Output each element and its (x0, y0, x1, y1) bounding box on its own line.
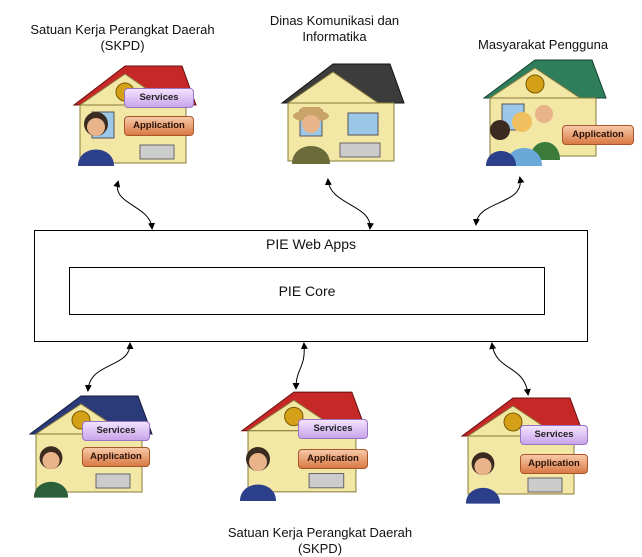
masyarakat-label: Masyarakat Pengguna (478, 37, 642, 53)
skpd-bottom-label-line1: Satuan Kerja Perangkat Daerah (227, 525, 413, 540)
pie-core-title: PIE Core (278, 283, 336, 299)
arrow-masyarakat (472, 176, 525, 226)
person-icon (78, 112, 114, 166)
diskominfo-label-line1: Dinas Komunikasi dan (269, 13, 400, 28)
person-icon (465, 452, 501, 504)
skpd-top-label: Satuan Kerja Perangkat Daerah (SKPD) (0, 22, 245, 54)
arrow-diskominfo (324, 178, 374, 230)
arrow-skpd-bottom-mid (292, 342, 308, 390)
services-badge: Services (124, 88, 194, 108)
application-badge: Application (298, 449, 368, 469)
services-badge: Services (298, 419, 368, 439)
services-badge: Services (82, 421, 150, 441)
skpd-bottom-label: Satuan Kerja Perangkat Daerah (SKPD) (190, 525, 450, 557)
person-icon (292, 107, 330, 164)
services-badge: Services (520, 425, 588, 445)
application-badge: Application (562, 125, 634, 145)
application-badge: Application (520, 454, 588, 474)
skpd-bottom-label-line2: (SKPD) (297, 541, 343, 556)
skpd-top-label-line2: (SKPD) (100, 38, 145, 53)
skpd-top-label-line1: Satuan Kerja Perangkat Daerah (30, 22, 215, 37)
arrow-skpd-bottom-left (84, 342, 134, 392)
application-badge: Application (124, 116, 194, 136)
pie-web-apps-title: PIE Web Apps (265, 236, 356, 252)
arrow-skpd-bottom-right (489, 342, 531, 396)
masyarakat-label-text: Masyarakat Pengguna (478, 37, 609, 52)
person-icon (240, 447, 276, 501)
diskominfo-label-line2: Informatika (302, 29, 367, 44)
arrow-skpd-top (113, 180, 156, 230)
diskominfo-label: Dinas Komunikasi dan Informatika (252, 13, 417, 45)
pie-core-box (69, 267, 545, 315)
pie-web-apps-box (34, 230, 588, 342)
person-icon (486, 105, 560, 166)
application-badge: Application (82, 447, 150, 467)
person-icon (33, 446, 69, 498)
